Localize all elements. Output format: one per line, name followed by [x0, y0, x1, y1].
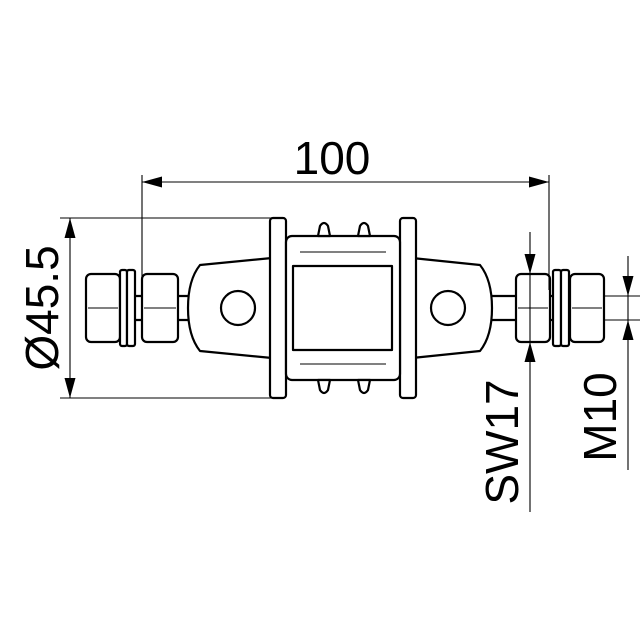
- thread-dimension: M10: [574, 256, 640, 470]
- connector-part: [84, 216, 606, 400]
- diameter-dimension: Ø45.5: [16, 217, 278, 399]
- diameter-label: Ø45.5: [16, 245, 68, 370]
- right-washer: [551, 268, 563, 348]
- left-lug-hole: [219, 289, 257, 327]
- insulator-body: [268, 216, 418, 400]
- top-fin-left: [316, 221, 332, 238]
- center-window: [291, 264, 394, 352]
- left-fastener-stack: [84, 268, 180, 348]
- bottom-fin-right: [356, 378, 372, 395]
- right-lug-hole: [429, 289, 467, 327]
- bottom-fin-left: [316, 378, 332, 395]
- wrench-size-dimension: SW17: [476, 232, 548, 512]
- right-fastener-stack: [514, 268, 606, 348]
- right-flange: [398, 216, 418, 400]
- length-label: 100: [294, 132, 371, 184]
- right-washer: [559, 268, 571, 348]
- thread-label: M10: [574, 372, 626, 461]
- wrench-size-label: SW17: [476, 379, 528, 504]
- top-fin-right: [356, 221, 372, 238]
- length-dimension: 100: [141, 132, 550, 290]
- left-flange: [268, 216, 288, 400]
- left-washer: [125, 268, 137, 348]
